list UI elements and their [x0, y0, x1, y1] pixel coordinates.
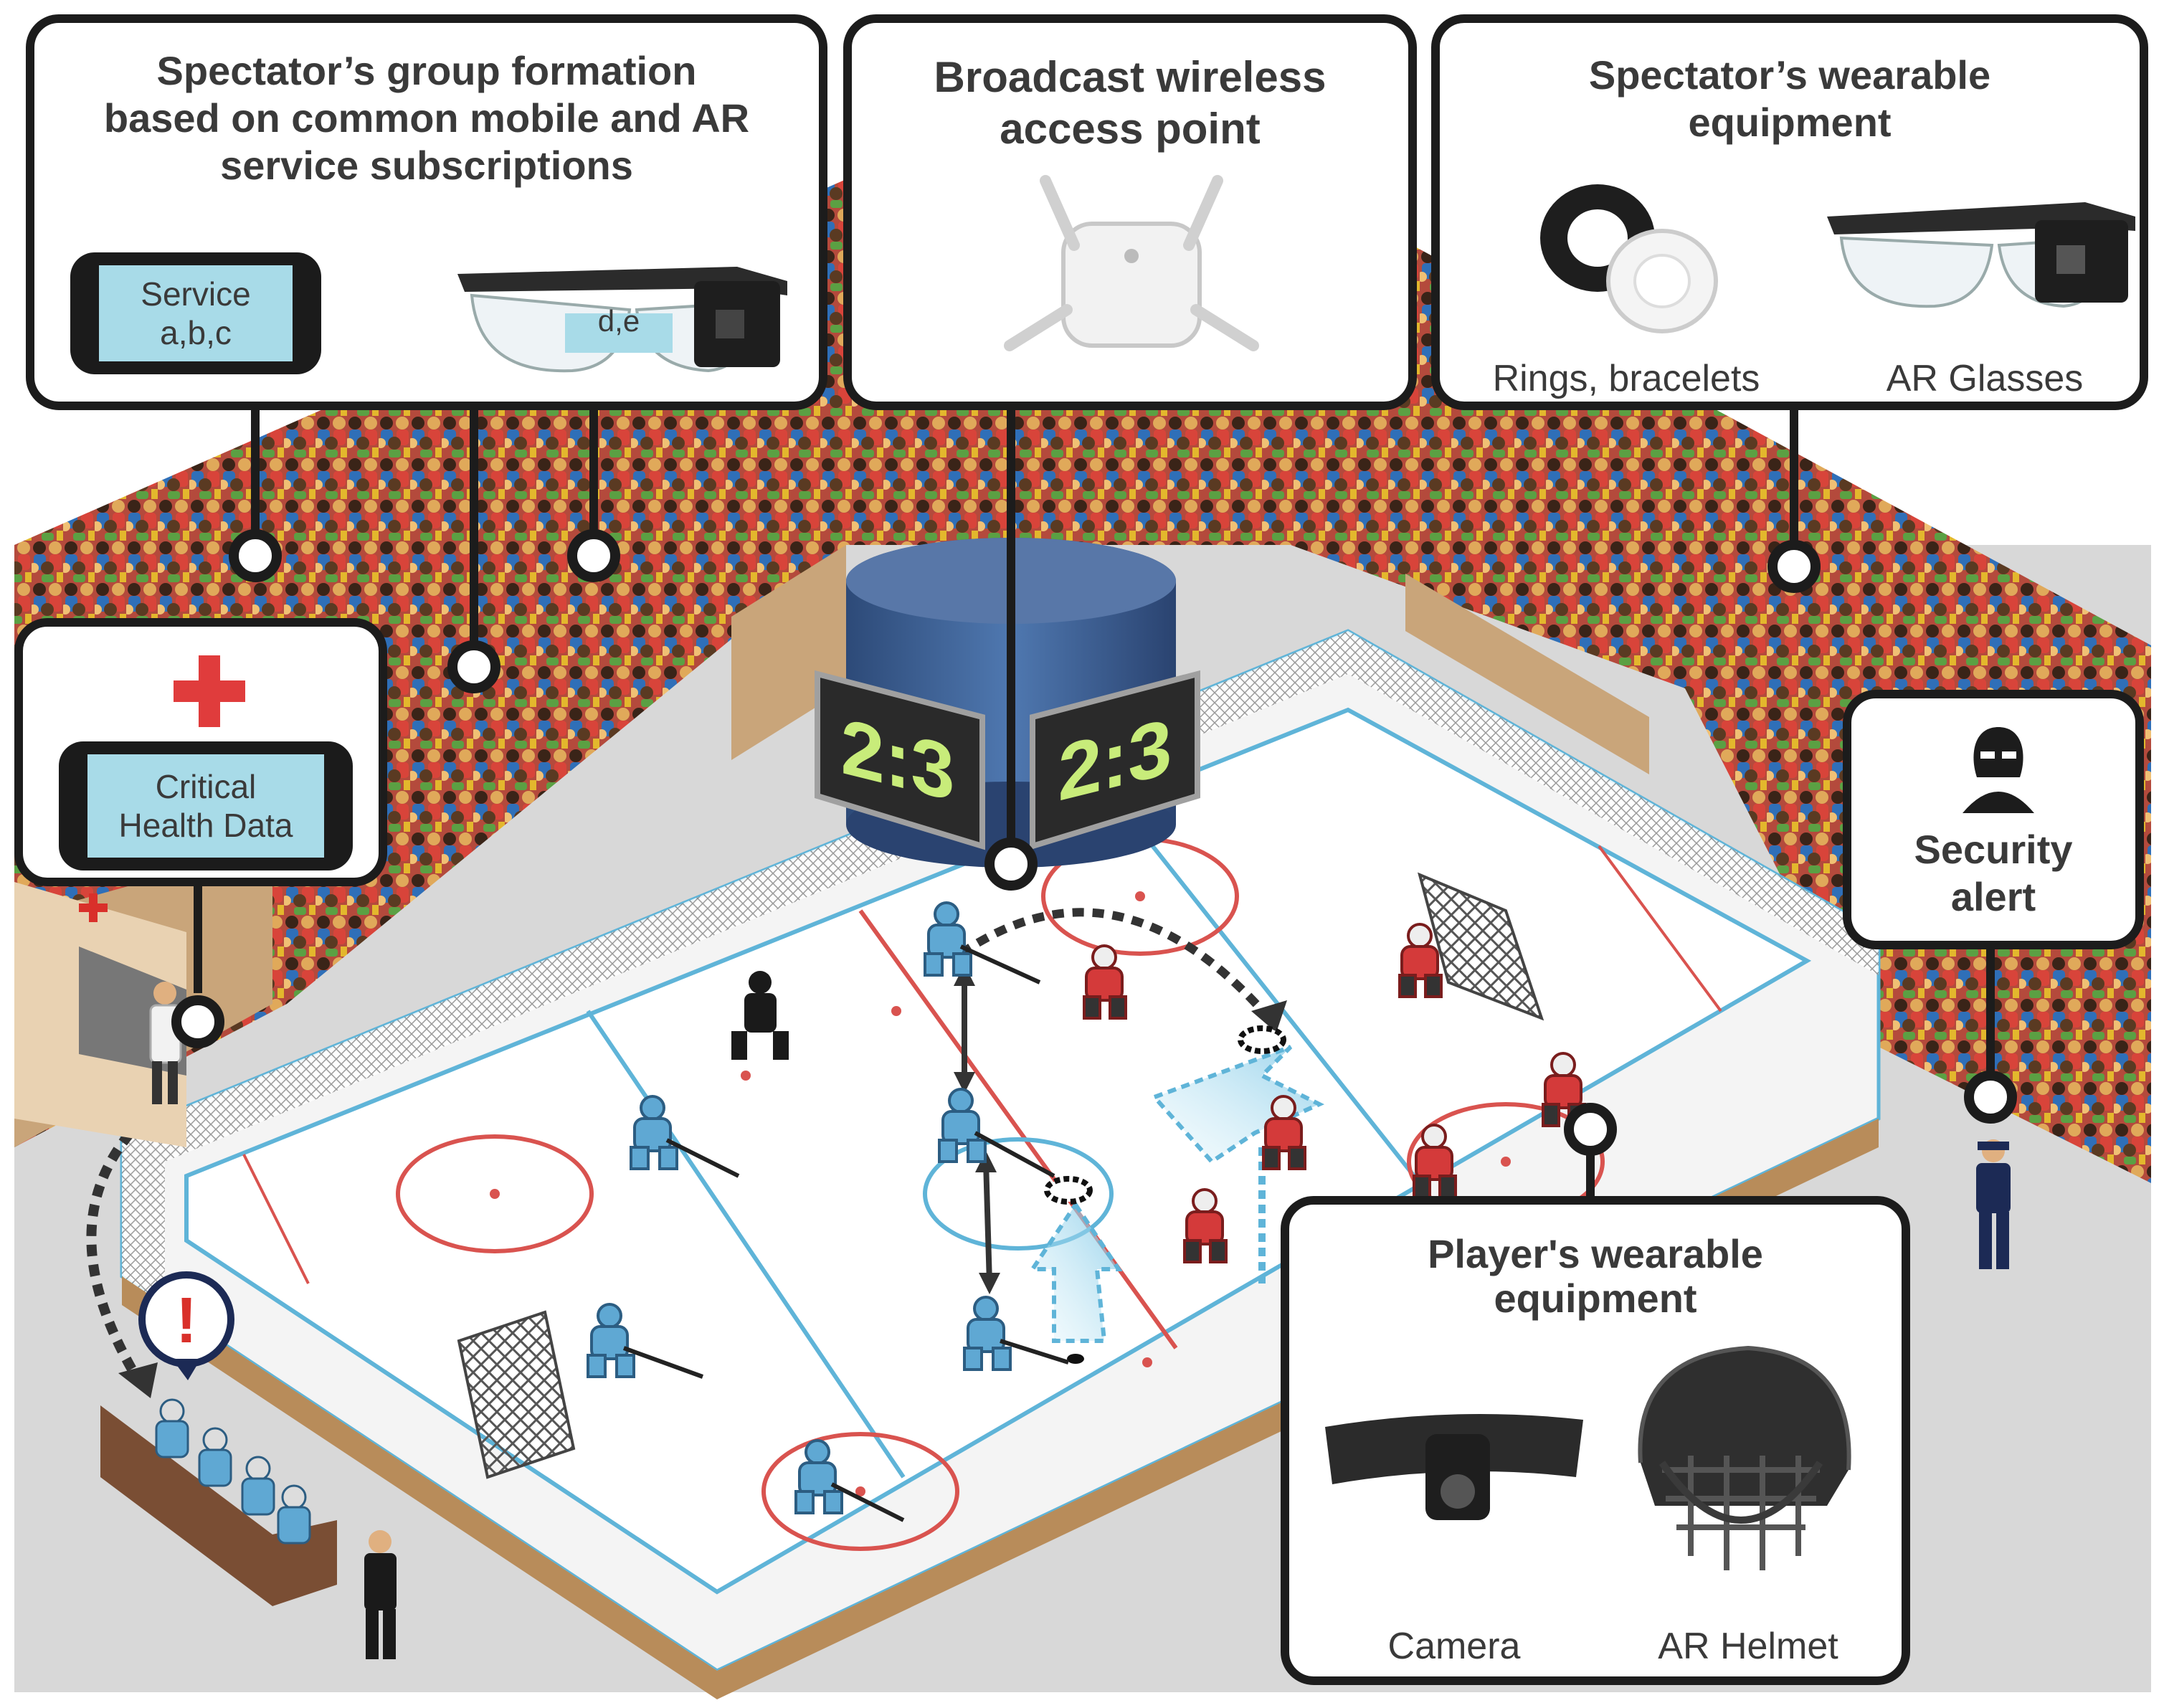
medic-path-arrow [86, 1115, 147, 1380]
health-callout: Critical Health Data [14, 618, 387, 886]
rings-bracelets-label: Rings, bracelets [1492, 358, 1760, 399]
crowd-stands [14, 179, 2151, 1183]
service-subscription-text: Service a,b,c [99, 265, 293, 361]
ar-glasses-label: AR Glasses [1886, 358, 2084, 399]
ar-glasses-icon [1827, 202, 2135, 308]
ar-glasses-service-text: d,e [597, 304, 640, 338]
security-callout: Security alert [1843, 690, 2144, 949]
group-formation-title: Spectator’s group formation based on com… [103, 48, 750, 188]
coach [364, 1530, 397, 1659]
camera-label: Camera [1387, 1626, 1521, 1667]
access-point-title: Broadcast wireless access point [934, 53, 1327, 153]
security-alert-title: Security alert [1914, 827, 2073, 919]
ar-helmet-label: AR Helmet [1658, 1626, 1838, 1667]
group-formation-callout: Spectator’s group formation based on com… [26, 14, 827, 410]
ar-glasses-icon [457, 267, 787, 373]
pin-access-point [984, 838, 1038, 891]
critical-health-data-text: Critical Health Data [87, 754, 324, 858]
pin-player-wearable [1564, 1103, 1617, 1156]
security-mask-icon [1963, 727, 2034, 813]
access-point-icon [1004, 175, 1259, 351]
pass-arrow [958, 908, 1273, 1021]
pin-group-phone [229, 529, 282, 582]
scoreboard-left [815, 670, 985, 850]
goal-net-right [1418, 872, 1544, 1021]
ring-icon [1540, 184, 1718, 333]
pin-security [1964, 1071, 2017, 1124]
player-wearable-callout: Player's wearable equipment Camera AR He… [1281, 1196, 1910, 1685]
security-guard [1976, 1139, 2011, 1269]
red-player [1083, 923, 1586, 1263]
alert-bubble-icon [138, 1271, 234, 1380]
phone-icon: Service a,b,c [70, 252, 321, 374]
center-circle [923, 1137, 1114, 1251]
helmet-icon [1638, 1345, 1851, 1570]
spectator-wearable-callout: Spectator’s wearable equipment Rings, br… [1431, 14, 2148, 410]
pin-spectator-wearable [1767, 540, 1821, 593]
phone-icon: Critical Health Data [59, 741, 353, 870]
goal-net-left [457, 1310, 576, 1479]
pin-group-glasses-b [567, 529, 620, 582]
pin-group-glasses-a [447, 640, 500, 693]
referee [731, 971, 789, 1060]
spectator-wearable-title: Spectator’s wearable equipment [1588, 52, 1991, 145]
pin-health [171, 995, 224, 1048]
red-cross-icon [174, 655, 245, 727]
signal-beam-2 [1028, 1200, 1123, 1343]
signal-beam-1 [1150, 1045, 1325, 1164]
access-point-callout: Broadcast wireless access point [843, 14, 1417, 410]
player-wearable-title: Player's wearable equipment [1428, 1231, 1763, 1321]
blue-player [587, 901, 1012, 1514]
camera-belt-icon [1325, 1414, 1583, 1520]
alert-glyph: ! [176, 1285, 197, 1357]
scoreboard-right [1030, 670, 1200, 850]
